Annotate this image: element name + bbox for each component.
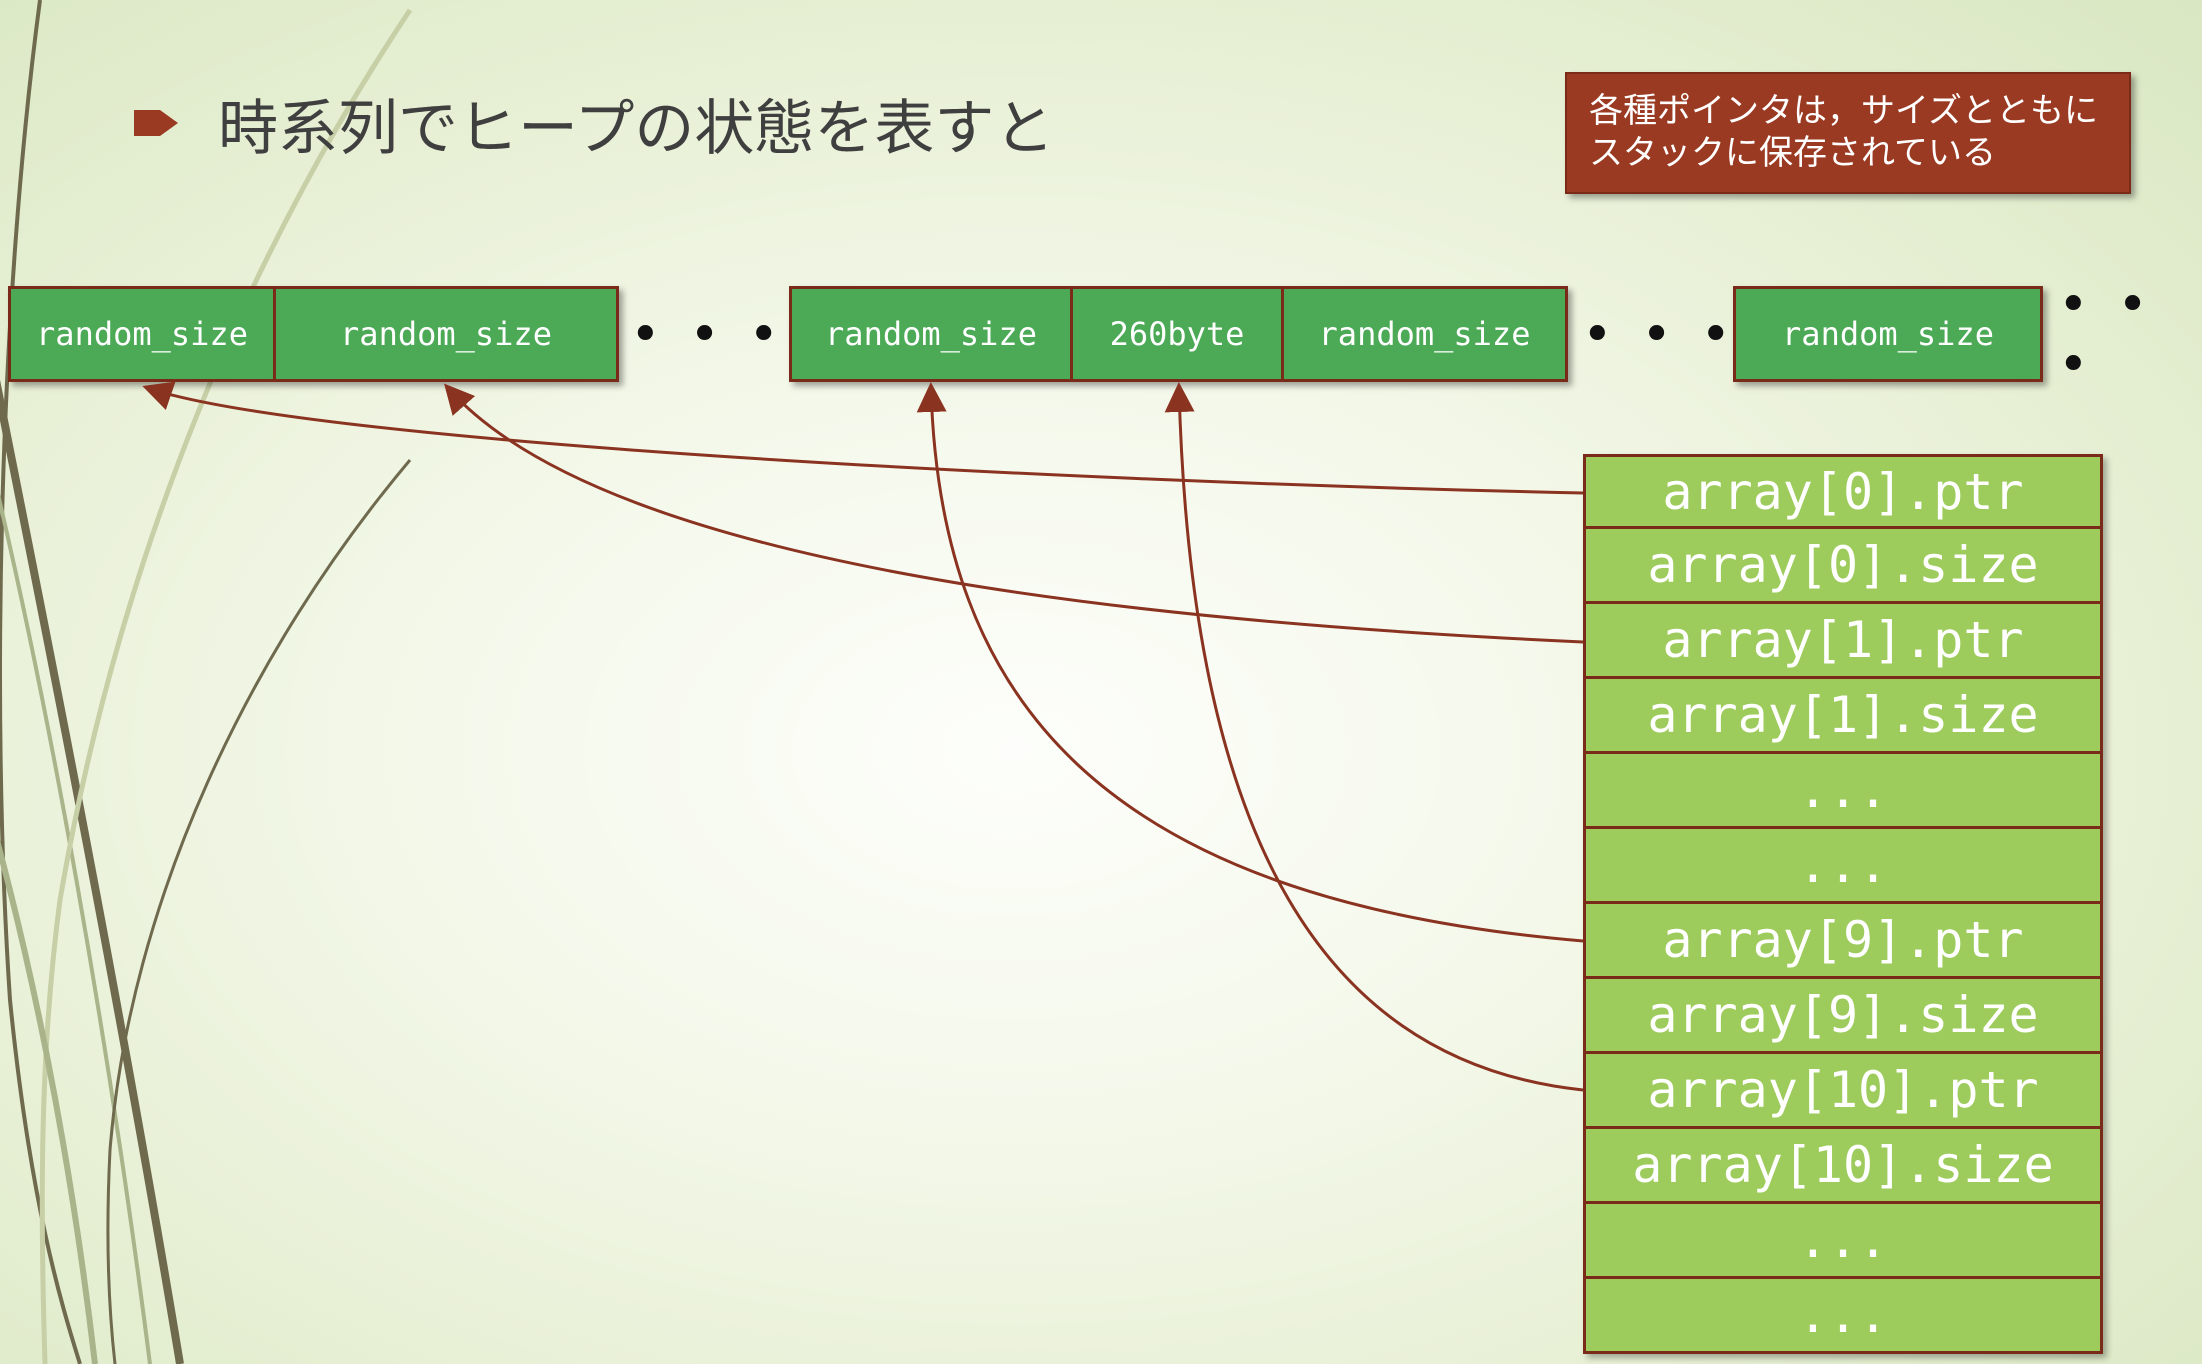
heap-block: random_size [276,286,619,382]
heap-ellipsis: • • • [2058,275,2154,395]
heap-block: random_size [8,286,276,382]
stack-cell: array[1].size [1583,679,2103,754]
heap-ellipsis: • • • [1582,305,1738,365]
stack-cell: array[9].ptr [1583,904,2103,979]
stack-cell: array[1].ptr [1583,604,2103,679]
stack-cell: array[0].ptr [1583,454,2103,529]
stack-cell: array[10].ptr [1583,1054,2103,1129]
heap-group-2: random_size 260byte random_size [789,286,1568,382]
heap-block: random_size [1733,286,2043,382]
stack-cell: ... [1583,1279,2103,1354]
heap-block: random_size [789,286,1073,382]
note-line-2: スタックに保存されている [1589,133,1996,173]
slide-title: 時系列でヒープの状態を表すと [218,93,1055,164]
heap-group-3: random_size [1733,286,2043,382]
stack-cell: ... [1583,754,2103,829]
note-line-1: 各種ポインタは，サイズとともに [1589,91,2098,131]
stack-cell: array[9].size [1583,979,2103,1054]
stack-table: array[0].ptr array[0].size array[1].ptr … [1583,454,2103,1354]
stack-cell: array[0].size [1583,529,2103,604]
heap-block-260byte: 260byte [1073,286,1284,382]
stack-cell: array[10].size [1583,1129,2103,1204]
heap-block: random_size [1284,286,1568,382]
stack-cell: ... [1583,1204,2103,1279]
heap-group-1: random_size random_size [8,286,619,382]
arrow-bullet-icon [134,110,178,136]
note-callout: 各種ポインタは，サイズとともに スタックに保存されている [1565,72,2131,194]
title-row: 時系列でヒープの状態を表すと [134,78,1054,168]
stack-cell: ... [1583,829,2103,904]
heap-ellipsis: • • • [630,305,786,365]
